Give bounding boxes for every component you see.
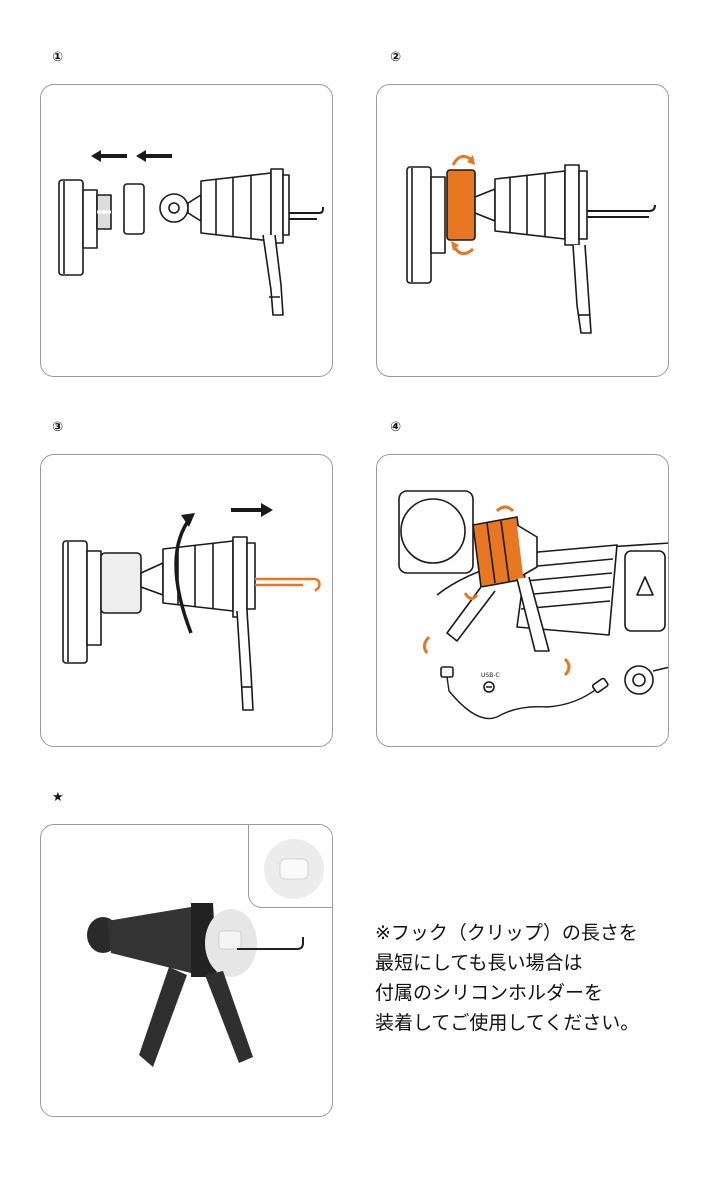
- disassembly-illustration: [58, 150, 324, 316]
- rotate-arrow-icon: [174, 513, 195, 634]
- diagram-panel-4: USB-C: [376, 454, 669, 747]
- note-line: 装着してご使用してください。: [375, 1012, 640, 1034]
- note-line: ※フック（クリップ）の長さを: [375, 922, 638, 944]
- diagram-panel-3: [40, 454, 333, 747]
- rotate-arrow-icon: [451, 154, 475, 166]
- right-arrow-icon: [231, 503, 273, 517]
- silicone-holder-icon: [264, 839, 324, 899]
- note-line: 最短にしても長い場合は: [375, 952, 583, 974]
- rotate-arrow-icon: [451, 241, 475, 256]
- step-number-star: ★: [52, 790, 64, 805]
- note-line: 付属のシリコンホルダーを: [375, 982, 604, 1004]
- orange-hook: [255, 577, 321, 592]
- silicone-holder-illustration: [87, 903, 304, 1067]
- vent-clip-body: [187, 168, 324, 316]
- orange-body: [472, 516, 526, 588]
- diagram-panel-1: [40, 84, 333, 377]
- adjust-hook-illustration: [62, 503, 321, 711]
- diagram-panel-2: [376, 84, 669, 377]
- rotate-arrow-icon: [422, 505, 571, 677]
- usb-c-port-icon: [483, 681, 495, 693]
- usb-c-label: USB-C: [481, 672, 500, 679]
- vent-mount-illustration: USB-C: [398, 490, 668, 720]
- diagram-panel-star: [40, 824, 333, 1117]
- left-arrow-icon: [136, 150, 172, 162]
- step-number-1: ①: [52, 50, 64, 65]
- inset-silicone-detail: [248, 825, 332, 908]
- magnet-head: [58, 179, 112, 276]
- ball-joint-pad: [123, 183, 145, 235]
- left-arrow-icon: [91, 150, 127, 162]
- usb-cable: [446, 676, 600, 720]
- usage-note: ※フック（クリップ）の長さを 最短にしても長い場合は 付属のシリコンホルダーを …: [375, 918, 695, 1038]
- rotate-pad-illustration: [406, 154, 656, 334]
- orange-pad: [446, 169, 476, 241]
- step-number-2: ②: [390, 50, 402, 65]
- car-vent: [436, 542, 668, 695]
- step-number-4: ④: [390, 420, 402, 435]
- step-number-3: ③: [52, 420, 64, 435]
